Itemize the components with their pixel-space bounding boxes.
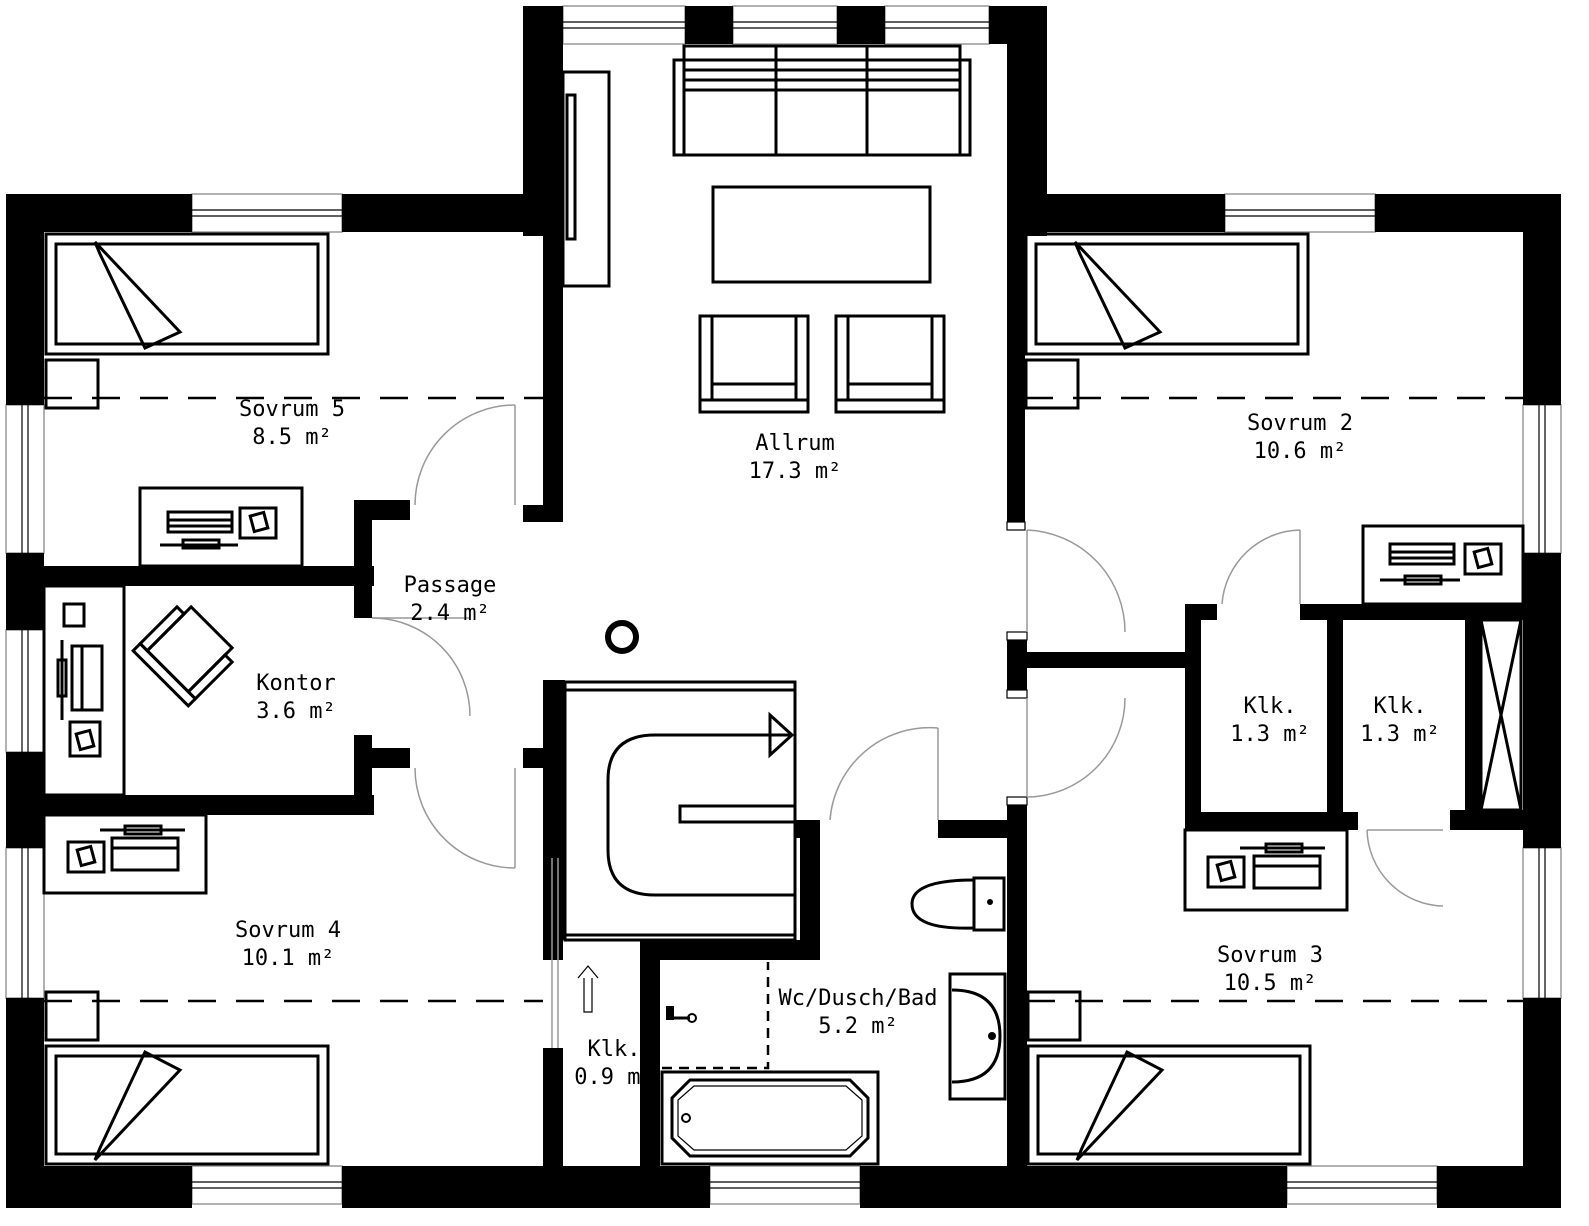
room-name-wc-dusch-bad: Wc/Dusch/Bad xyxy=(779,986,938,1011)
room-area-sovrum-3: 10.5 m² xyxy=(1224,971,1317,996)
desks xyxy=(42,486,1525,912)
room-area-kontor: 3.6 m² xyxy=(256,699,335,724)
room-name-kontor: Kontor xyxy=(256,671,335,696)
room-area-passage: 2.4 m² xyxy=(410,601,489,626)
room-area-wc-dusch-bad: 5.2 m² xyxy=(818,1014,897,1039)
bathroom-fixtures xyxy=(563,680,1007,1166)
beds xyxy=(44,232,1312,1166)
room-area-allrum: 17.3 m² xyxy=(749,459,842,484)
room-name-klk-3: Klk. xyxy=(588,1037,641,1062)
doors xyxy=(371,404,1444,1048)
room-area-sovrum-5: 8.5 m² xyxy=(252,425,331,450)
room-area-klk-3: 0.9 m² xyxy=(574,1065,653,1090)
room-name-sovrum-3: Sovrum 3 xyxy=(1217,943,1323,968)
room-name-klk-2: Klk. xyxy=(1374,694,1427,719)
dashed-lines xyxy=(44,396,1523,1070)
room-area-klk-2: 1.3 m² xyxy=(1360,722,1439,747)
exterior-walls xyxy=(6,6,1561,1208)
closet-cross xyxy=(1479,618,1523,812)
room-area-sovrum-2: 10.6 m² xyxy=(1254,439,1347,464)
room-labels: Sovrum 5 8.5 m² Allrum 17.3 m² Sovrum 2 … xyxy=(235,397,1440,1090)
interior-walls xyxy=(44,232,1523,1208)
room-name-klk-1: Klk. xyxy=(1244,694,1297,719)
room-area-klk-1: 1.3 m² xyxy=(1230,722,1309,747)
door-jambs xyxy=(1006,521,1028,806)
room-name-sovrum-5: Sovrum 5 xyxy=(239,397,345,422)
room-name-allrum: Allrum xyxy=(755,431,834,456)
room-name-sovrum-2: Sovrum 2 xyxy=(1247,411,1353,436)
room-area-sovrum-4: 10.1 m² xyxy=(242,946,335,971)
room-name-passage: Passage xyxy=(404,573,497,598)
room-name-sovrum-4: Sovrum 4 xyxy=(235,918,341,943)
living-room-furniture xyxy=(561,44,972,654)
windows xyxy=(5,5,1562,1205)
